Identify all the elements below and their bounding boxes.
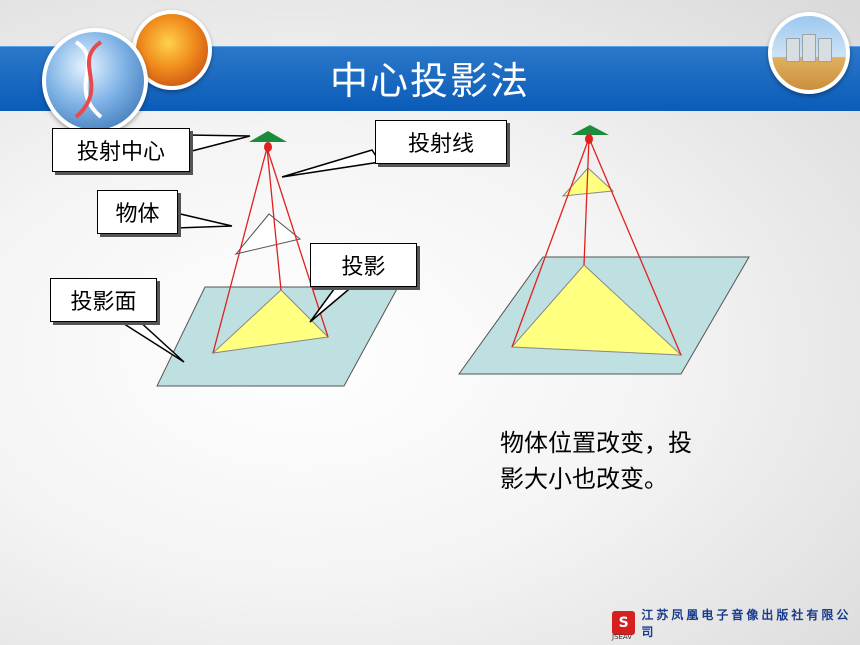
object-triangle-left [234, 213, 302, 255]
caption-line: 物体位置改变，投 [500, 429, 692, 457]
caption: 物体位置改变，投 影大小也改变。 [500, 425, 750, 497]
callout-pointer [115, 319, 185, 363]
projection-center-dot-left [264, 142, 272, 152]
projection-ray [588, 137, 682, 356]
silo-image [768, 12, 850, 94]
callout-pointer [187, 134, 251, 153]
dna-image [42, 28, 148, 134]
projection-center-dot-right [585, 134, 593, 144]
projection-ray [212, 147, 268, 354]
publisher-logo-icon: S [612, 611, 636, 635]
projection-ray [266, 147, 329, 338]
silo-tower [802, 34, 816, 62]
projection-ray [583, 137, 590, 266]
callout-projection: 投影 [310, 243, 417, 287]
projection-center-marker-right [571, 125, 609, 135]
projection-ray [266, 147, 282, 291]
projection-triangle-left [211, 289, 330, 354]
publisher-abbr: JSEAV [612, 633, 633, 641]
callout-pointer [175, 212, 233, 229]
silo-tower [786, 38, 800, 62]
silo-tower [818, 38, 832, 62]
publisher-name: 江苏凤凰电子音像出版社有限公司 [641, 608, 852, 639]
object-triangle-right [561, 167, 615, 197]
publisher-footer: S JSEAV 江苏凤凰电子音像出版社有限公司 [612, 608, 860, 641]
callout-projection-plane: 投影面 [50, 278, 157, 322]
callout-projection-center: 投射中心 [52, 128, 190, 172]
projection-center-marker-left [249, 131, 287, 142]
caption-line: 影大小也改变。 [500, 465, 668, 493]
page-title: 中心投影法 [329, 59, 530, 103]
callout-pointer [281, 149, 382, 178]
projection-ray [511, 137, 590, 348]
dna-strand-icon [74, 40, 103, 119]
projection-triangle-right [510, 264, 683, 356]
callout-projection-line: 投射线 [375, 120, 507, 164]
callout-object: 物体 [97, 190, 178, 234]
